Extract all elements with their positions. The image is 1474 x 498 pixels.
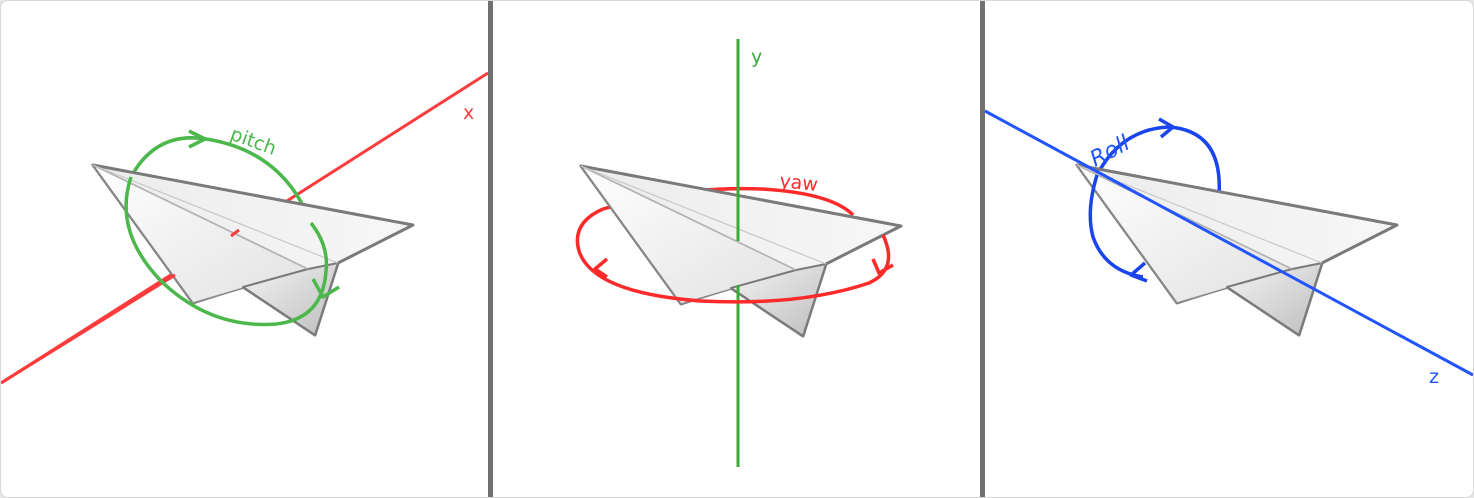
panel-pitch: x pitch (1, 71, 489, 385)
panel-yaw: y yaw (575, 39, 903, 467)
y-axis-label: y (751, 46, 762, 68)
roll-arrow-icon-2 (1129, 261, 1148, 283)
z-axis-line (984, 109, 1473, 377)
roll-label: Roll (1086, 131, 1134, 172)
z-axis-label: z (1429, 366, 1439, 388)
pitch-arrow-icon (188, 129, 207, 149)
yaw-arrow-icon-2 (871, 258, 894, 275)
panel-roll: z Roll (984, 109, 1473, 388)
yaw-arrow-icon (593, 257, 609, 279)
paper-plane-icon (91, 163, 415, 337)
x-axis-label: x (463, 102, 474, 124)
yaw-label: yaw (778, 170, 819, 196)
panel-divider (488, 1, 493, 497)
paper-plane-icon-2 (579, 164, 903, 338)
pitch-arrow-icon-2 (311, 278, 340, 299)
roll-arrow-icon (1158, 117, 1175, 139)
panel-divider-2 (980, 1, 985, 497)
